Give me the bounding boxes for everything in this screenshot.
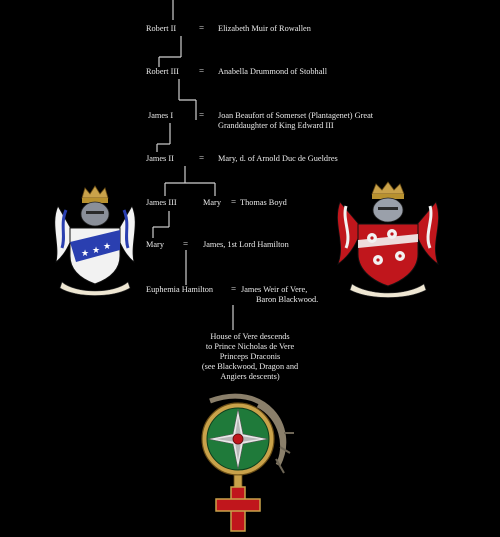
marriage-symbol: = — [231, 284, 237, 294]
dragon-emblem-icon — [201, 393, 294, 532]
person-mary-boyd: Mary — [203, 198, 221, 207]
person-james-hamilton: James, 1st Lord Hamilton — [203, 240, 289, 249]
person-james-iii: James III — [146, 198, 177, 207]
marriage-symbol: = — [183, 239, 189, 249]
svg-text:★: ★ — [92, 246, 100, 256]
coat-of-arms-left-icon: ★ ★ ★ — [54, 185, 136, 296]
descent-note: House of Vere descends to Prince Nichola… — [201, 332, 299, 381]
person-robert-ii: Robert II — [146, 24, 177, 33]
marriage-symbol: = — [199, 23, 205, 33]
person-euphemia-hamilton: Euphemia Hamilton — [146, 285, 214, 294]
person-mary-hamilton: Mary — [146, 240, 164, 249]
person-joan-beaufort-line2: Granddaughter of King Edward III — [218, 121, 334, 130]
svg-text:★: ★ — [103, 242, 111, 252]
marriage-symbol: = — [199, 153, 205, 163]
person-james-weir: James Weir of Vere, — [241, 285, 308, 294]
svg-text:★: ★ — [81, 249, 89, 259]
person-joan-beaufort: Joan Beaufort of Somerset (Plantagenet) … — [218, 111, 374, 120]
person-elizabeth-muir: Elizabeth Muir of Rowallen — [218, 24, 311, 33]
marriage-symbol: = — [199, 110, 205, 120]
person-james-ii: James II — [146, 154, 174, 163]
marriage-symbol: = — [231, 197, 237, 207]
marriage-symbol: = — [199, 66, 205, 76]
person-robert-iii: Robert III — [146, 67, 179, 76]
person-anabella-drummond: Anabella Drummond of Stobhall — [218, 67, 327, 76]
person-thomas-boyd: Thomas Boyd — [240, 198, 287, 207]
coat-of-arms-right-icon — [337, 181, 439, 298]
person-james-weir-line2: Baron Blackwood. — [256, 295, 319, 304]
person-james-i: James I — [148, 111, 174, 120]
person-mary-gueldres: Mary, d. of Arnold Duc de Gueldres — [218, 154, 338, 163]
